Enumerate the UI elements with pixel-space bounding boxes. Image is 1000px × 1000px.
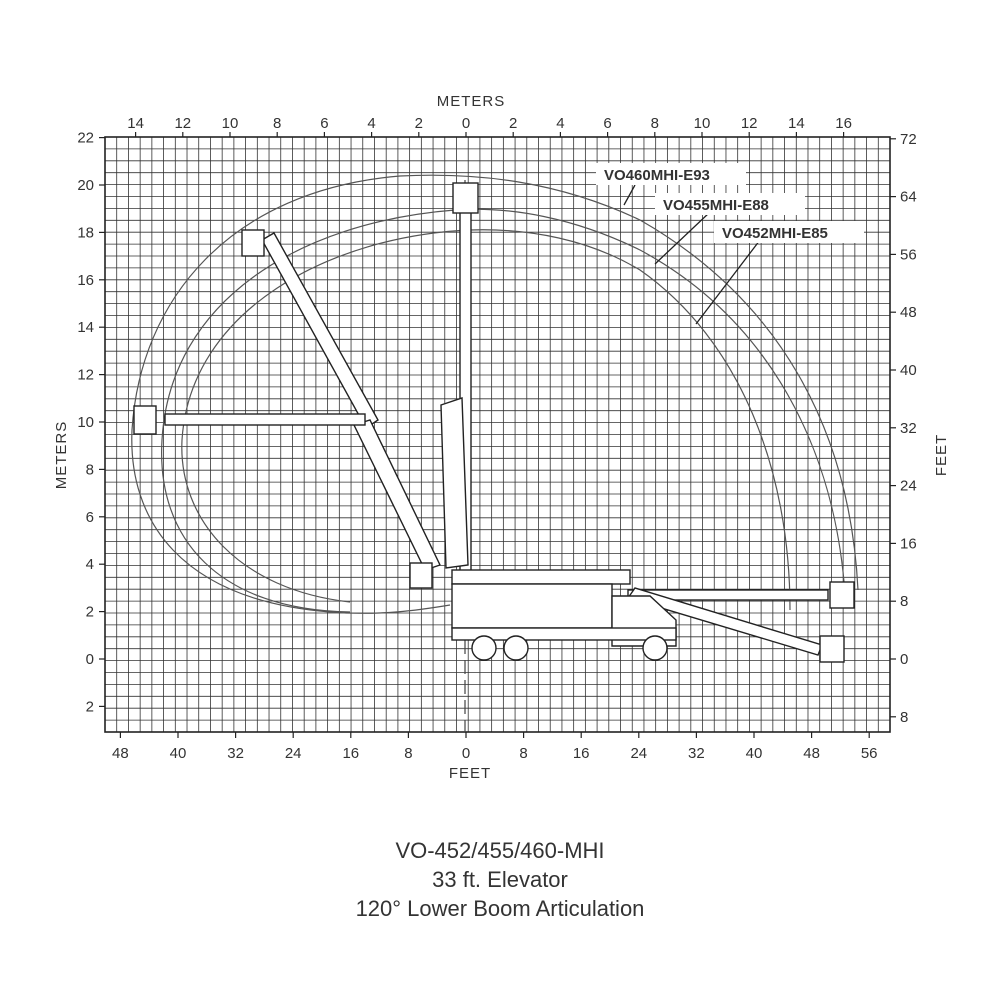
label-box-vo455 [655,193,805,215]
wheel-rear-2 [503,635,529,661]
top-tick-label: 2 [415,115,423,132]
right-tick-label: 56 [900,246,917,263]
right-tick-label: 24 [900,478,917,495]
caption-articulation: 120° Lower Boom Articulation [355,896,645,921]
top-tick-label: 10 [694,115,711,132]
right-tick-label: 64 [900,189,917,206]
lower-boom-diagonal [353,419,441,571]
left-tick-label: 22 [77,130,94,147]
bottom-tick-label: 40 [746,745,763,762]
left-tick-label: 18 [77,224,94,241]
wheel-rear-1 [471,635,497,661]
left-tick-label: 16 [77,272,94,289]
bottom-tick-label: 24 [630,745,647,762]
top-tick-label: 12 [741,115,758,132]
working-range-diagram: VO460MHI-E93 VO455MHI-E88 VO452MHI-E85 1… [53,93,950,782]
top-tick-label: 0 [462,115,470,132]
right-tick-label: 32 [900,420,917,437]
envelope-vo460 [131,174,859,614]
bottom-tick-label: 32 [227,745,244,762]
bottom-tick-label: 32 [688,745,705,762]
model-labels: VO460MHI-E93 VO455MHI-E88 VO452MHI-E85 [596,163,864,325]
platform-horizontal-right [829,581,855,609]
top-tick-label: 12 [174,115,191,132]
bottom-tick-label: 16 [573,745,590,762]
left-tick-label: 20 [77,177,94,194]
bottom-tick-label: 56 [861,745,878,762]
left-tick-label: 6 [86,509,94,526]
boom-horizontal-left [164,413,366,426]
left-tick-label: 12 [77,367,94,384]
bottom-tick-label: 0 [462,745,470,762]
bottom-axis-title: FEET [449,765,491,782]
right-axis-title: FEET [933,434,950,476]
pointer-vo455 [654,211,711,265]
right-tick-label: 16 [900,535,917,552]
truck [451,569,677,661]
top-tick-label: 8 [273,115,281,132]
truck-bed [451,569,631,585]
top-tick-label: 6 [320,115,328,132]
caption-model: VO-452/455/460-MHI [395,838,605,863]
left-tick-label: 14 [77,319,94,336]
lower-boom-vertical [440,397,469,569]
plot-frame [104,136,891,733]
truck-body [451,583,613,629]
top-tick-label: 6 [603,115,611,132]
platform-down-right [819,635,845,663]
top-tick-label: 16 [835,115,852,132]
platform-vertical [452,182,479,214]
platform-diagonal [241,229,265,257]
bottom-axis-ticks: 48 40 32 24 16 8 0 8 16 24 32 40 48 56 [112,732,878,762]
label-box-vo452 [714,221,864,243]
bottom-tick-label: 8 [519,745,527,762]
right-tick-label: 8 [900,709,908,726]
left-tick-label: 2 [86,604,94,621]
left-tick-label: 8 [86,461,94,478]
boom-diagonal [261,232,379,430]
right-tick-label: 40 [900,362,917,379]
label-vo460: VO460MHI-E93 [604,167,710,184]
top-tick-label: 8 [651,115,659,132]
top-tick-label: 14 [788,115,805,132]
left-tick-label: 4 [86,556,94,573]
bottom-tick-label: 16 [342,745,359,762]
boom-horizontal-right [627,589,829,601]
left-tick-label: 2 [86,698,94,715]
bottom-tick-label: 24 [285,745,302,762]
right-tick-label: 72 [900,131,917,148]
label-vo455: VO455MHI-E88 [663,197,769,214]
bottom-tick-label: 48 [803,745,820,762]
right-axis-ticks: 72 64 56 48 40 32 24 16 8 0 8 [890,131,917,726]
bottom-tick-label: 8 [404,745,412,762]
right-tick-label: 8 [900,593,908,610]
left-tick-label: 10 [77,414,94,431]
top-axis-title: METERS [437,93,506,110]
top-tick-label: 14 [127,115,144,132]
caption: VO-452/455/460-MHI 33 ft. Elevator 120° … [0,836,1000,923]
platform-low-left [409,562,433,589]
platform-horizontal-left [133,405,157,435]
pointer-vo460 [623,184,636,206]
left-axis-title: METERS [53,421,70,490]
left-tick-label: 0 [86,651,94,668]
caption-elevator: 33 ft. Elevator [432,867,568,892]
label-vo452: VO452MHI-E85 [722,225,828,242]
boom-positions [133,182,855,663]
right-tick-label: 0 [900,651,908,668]
top-tick-label: 4 [556,115,564,132]
truck-chassis [451,627,677,641]
right-tick-label: 48 [900,304,917,321]
pointer-vo452 [695,239,761,325]
bottom-tick-label: 40 [170,745,187,762]
envelope-vo455 [161,208,846,613]
top-tick-label: 2 [509,115,517,132]
bottom-tick-label: 48 [112,745,129,762]
wheel-front [642,635,668,661]
top-tick-label: 4 [367,115,375,132]
top-axis-ticks: 14 12 10 8 6 4 2 0 2 4 6 8 10 12 14 16 [127,115,852,137]
top-tick-label: 10 [222,115,239,132]
label-box-vo460 [596,163,746,185]
